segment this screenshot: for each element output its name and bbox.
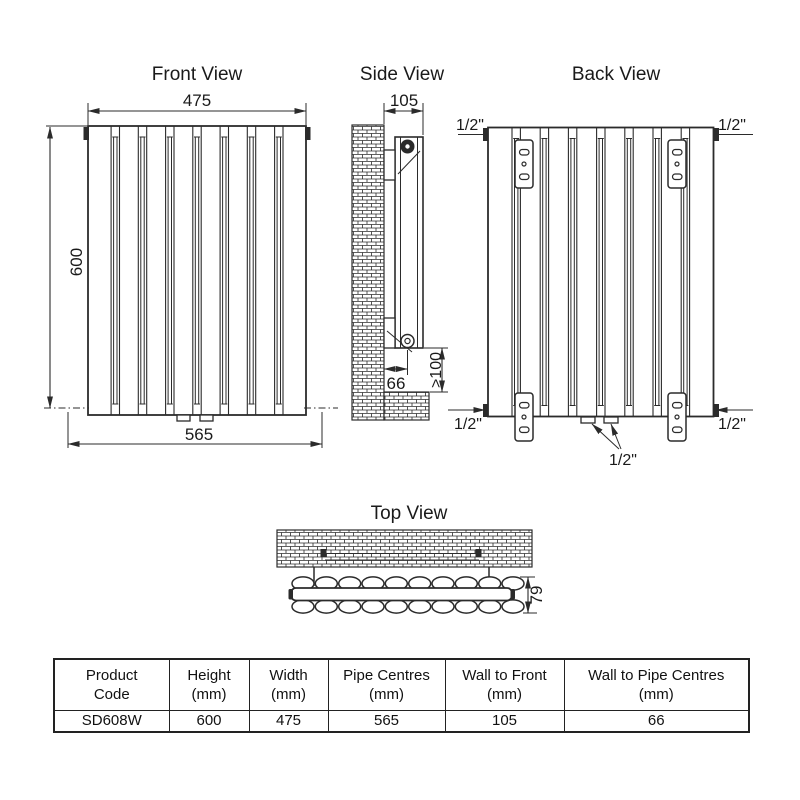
cell-wall-to-front: 105 xyxy=(444,710,565,732)
pipe-run-terminal xyxy=(475,549,482,557)
front-height-dimension: 600 xyxy=(46,125,87,409)
connection-label-bottom-centre: 1/2" xyxy=(609,452,637,469)
bottom-valve-centre xyxy=(404,337,411,345)
header-wall-to-front: Wall to Front (mm) xyxy=(444,658,565,711)
manifold-bar xyxy=(290,587,513,602)
front-pipe-centres-dimension: 565 xyxy=(67,412,323,448)
leader-arrow xyxy=(591,423,620,450)
table-header-row: Product Code Height (mm) Width (mm) Pipe… xyxy=(53,658,750,711)
front-view: Front View 475 600 565 xyxy=(44,64,338,448)
header-pipe-centres: Pipe Centres (mm) xyxy=(327,658,446,711)
cell-product-code: SD608W xyxy=(53,710,170,732)
corner-connection-stub xyxy=(483,404,489,417)
header-height: Height (mm) xyxy=(168,658,250,711)
leader-arrow xyxy=(610,423,622,450)
connection-label-bottom-left: 1/2" xyxy=(454,416,482,433)
back-view: Back View 1/2" 1/2" 1/2" 1/2" 1/2" xyxy=(448,64,753,469)
pipe-tab xyxy=(580,416,596,424)
front-height-value: 600 xyxy=(67,248,86,276)
pipe-run-terminal xyxy=(320,549,327,557)
manifold-end-cap xyxy=(288,589,293,600)
front-width-value: 475 xyxy=(183,91,211,110)
header-wall-to-pipe-centres: Wall to Pipe Centres (mm) xyxy=(563,658,750,711)
wall-plan xyxy=(276,529,533,568)
header-product-code: Product Code xyxy=(53,658,170,711)
side-depth-dimension: 105 xyxy=(383,91,424,135)
front-view-title: Front View xyxy=(152,64,243,85)
extension-lines xyxy=(87,103,307,125)
mounting-bracket xyxy=(514,139,534,189)
side-view: Side View 105 66 >100 xyxy=(351,64,448,421)
connection-label-top-right: 1/2" xyxy=(718,117,746,134)
side-view-title: Side View xyxy=(360,64,444,85)
mounting-bracket xyxy=(667,139,687,189)
side-connection-stub xyxy=(305,127,311,140)
cell-height: 600 xyxy=(168,710,250,732)
top-view: Top View 79 xyxy=(276,503,546,614)
mounting-bracket xyxy=(667,392,687,442)
panel-ovals-back-row xyxy=(292,600,524,613)
depth-value: 105 xyxy=(390,91,418,110)
mounting-bracket xyxy=(514,392,534,442)
cell-wall-to-pipe-centres: 66 xyxy=(563,710,750,732)
floor-clearance-value: >100 xyxy=(428,352,445,388)
connection-label-bottom-right: 1/2" xyxy=(718,416,746,433)
wall-to-pipe-dimension: 66 xyxy=(383,350,408,393)
profile-diagonal xyxy=(397,150,421,175)
header-width: Width (mm) xyxy=(248,658,329,711)
wall-to-pipe-value: 66 xyxy=(387,374,406,393)
side-connection-stub xyxy=(83,127,89,140)
profile-lines xyxy=(400,137,418,348)
pipe-tab xyxy=(603,416,619,424)
bottom-valve xyxy=(400,333,415,349)
connection-labels: 1/2" 1/2" 1/2" 1/2" 1/2" xyxy=(448,117,753,469)
wall-section xyxy=(351,124,385,421)
front-radiator-body xyxy=(87,125,307,416)
concealed-pipe-run xyxy=(325,553,479,561)
front-width-dimension: 475 xyxy=(87,91,307,125)
floor-clearance-dimension: >100 xyxy=(424,347,448,393)
specification-table: Product Code Height (mm) Width (mm) Pipe… xyxy=(53,658,750,733)
wall-bracket xyxy=(383,149,396,181)
table-data-row: SD608W 600 475 565 105 66 xyxy=(53,710,750,732)
back-view-title: Back View xyxy=(572,64,661,85)
pipe-centres-value: 565 xyxy=(185,425,213,444)
top-depth-value: 79 xyxy=(527,586,546,605)
manifold-end-cap xyxy=(510,589,515,600)
pipe-tab xyxy=(176,414,191,422)
floor-section xyxy=(383,391,430,421)
pipe-diagonal xyxy=(386,330,413,353)
top-valve-centre xyxy=(405,144,410,149)
cell-pipe-centres: 565 xyxy=(327,710,446,732)
side-radiator-profile xyxy=(394,136,424,349)
cell-width: 475 xyxy=(248,710,329,732)
pipe-tab xyxy=(199,414,214,422)
connection-label-top-left: 1/2" xyxy=(456,117,484,134)
top-view-title: Top View xyxy=(371,503,448,524)
top-depth-dimension: 79 xyxy=(520,576,546,614)
